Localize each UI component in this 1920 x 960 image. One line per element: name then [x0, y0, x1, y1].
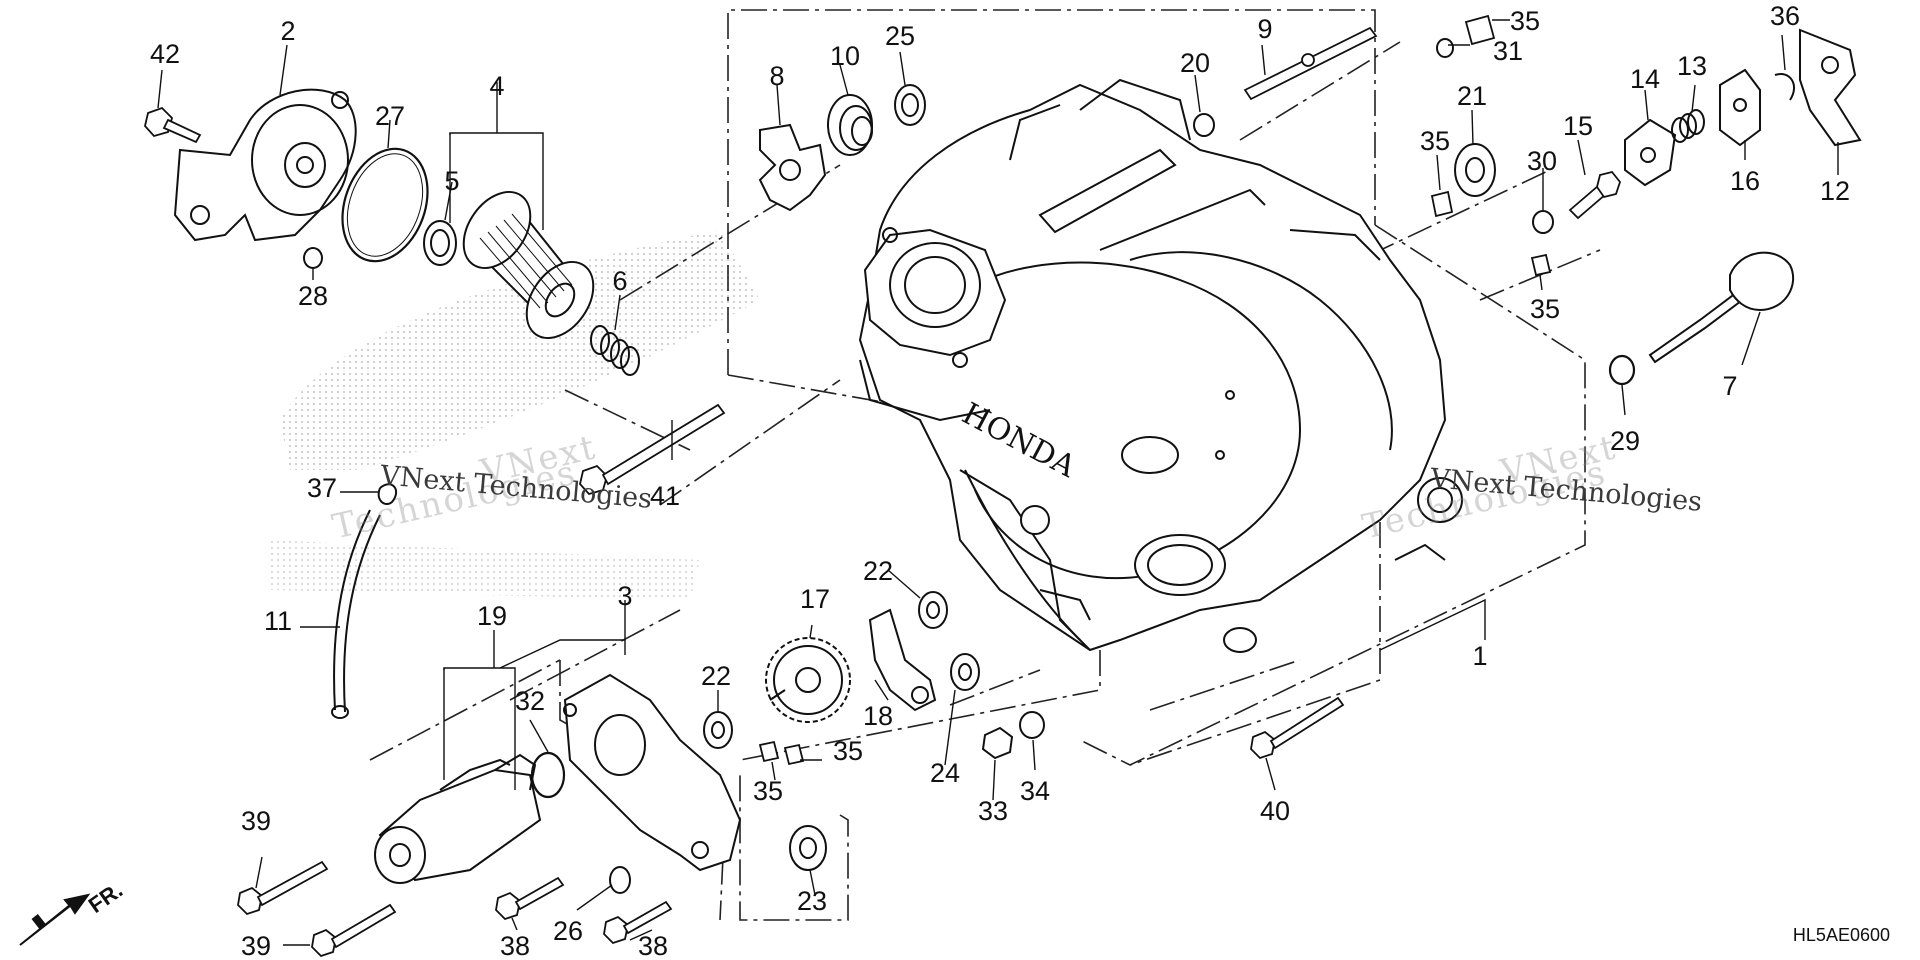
- plate-16: [1719, 68, 1761, 147]
- starter-motor-19: [374, 753, 542, 884]
- clamp-37: [377, 483, 398, 506]
- shaft-9: [1243, 26, 1378, 101]
- part-label-22: 22: [863, 556, 893, 586]
- part-label-23: 23: [797, 886, 827, 916]
- bearing-21: [1454, 143, 1496, 197]
- assembly-outlines: [369, 9, 1601, 921]
- seal-24: [950, 653, 980, 691]
- nut-33: [981, 726, 1014, 760]
- part-label-14: 14: [1630, 64, 1660, 94]
- cover-boss: [859, 227, 1091, 651]
- hose-11: [331, 509, 381, 719]
- part-label-5: 5: [444, 166, 459, 196]
- part-label-26: 26: [553, 916, 583, 946]
- part-label-41: 41: [650, 481, 680, 511]
- part-number-labels: 1234567891011121314151617181920212222232…: [150, 1, 1850, 960]
- part-label-37: 37: [307, 473, 337, 503]
- part-label-22: 22: [701, 661, 731, 691]
- part-label-19: 19: [477, 601, 507, 631]
- bolt-15: [1568, 170, 1622, 220]
- part-label-20: 20: [1180, 48, 1210, 78]
- leader-lines: [157, 19, 1839, 946]
- bearing-23: [789, 825, 827, 871]
- part-label-31: 31: [1493, 36, 1523, 66]
- part-label-40: 40: [1260, 796, 1290, 826]
- bracket-12: [1799, 28, 1862, 147]
- part-label-38: 38: [638, 931, 668, 960]
- part-label-32: 32: [515, 686, 545, 716]
- part-label-38: 38: [500, 931, 530, 960]
- part-14-holder: [1624, 118, 1677, 187]
- part-label-36: 36: [1770, 1, 1800, 31]
- spring-13: [1671, 109, 1705, 143]
- part-label-35: 35: [1530, 294, 1560, 324]
- part-label-15: 15: [1563, 111, 1593, 141]
- impeller-8: [758, 123, 827, 212]
- part-label-27: 27: [375, 101, 405, 131]
- washer-30: [1532, 210, 1554, 234]
- part-label-24: 24: [930, 758, 960, 788]
- seal-10: [827, 94, 873, 156]
- o-ring-29: [1608, 354, 1636, 386]
- part-label-30: 30: [1527, 146, 1557, 176]
- part-label-29: 29: [1610, 426, 1640, 456]
- gear-17: [765, 637, 851, 723]
- oil-pump-cover-3: [563, 673, 742, 872]
- o-ring-27: [341, 147, 429, 263]
- part-label-12: 12: [1820, 176, 1850, 206]
- diagram-code: HL5AE0600: [1792, 925, 1890, 945]
- seal-5: [423, 220, 457, 266]
- spring-6: [590, 325, 640, 376]
- part-label-2: 2: [280, 16, 295, 46]
- o-ring-28: [303, 247, 323, 269]
- part-label-35: 35: [1420, 126, 1450, 156]
- collar-26: [609, 866, 631, 894]
- part-label-35: 35: [1510, 6, 1540, 36]
- part-label-9: 9: [1257, 14, 1272, 44]
- part-label-34: 34: [1020, 776, 1050, 806]
- washer-31: [1436, 38, 1454, 58]
- clip-36: [1774, 73, 1795, 101]
- part-label-39: 39: [241, 931, 271, 960]
- bolt-41: [579, 403, 726, 496]
- watermark-dots-left: [280, 230, 760, 470]
- part-label-28: 28: [298, 281, 328, 311]
- bearing-25: [894, 84, 926, 126]
- washer-20: [1193, 113, 1215, 137]
- part-label-17: 17: [800, 584, 830, 614]
- part-label-35: 35: [753, 776, 783, 806]
- part-label-4: 4: [489, 71, 504, 101]
- part-label-11: 11: [264, 606, 292, 636]
- arm-18: [868, 608, 937, 712]
- part-label-7: 7: [1722, 371, 1737, 401]
- part-label-6: 6: [612, 266, 627, 296]
- washer-34: [1019, 711, 1045, 739]
- dipstick-7: [1648, 251, 1795, 364]
- oil-filter-cover: [173, 88, 357, 242]
- dowel-pins-35: [758, 14, 1552, 766]
- front-arrow-icon: [19, 893, 91, 946]
- part-label-13: 13: [1677, 51, 1707, 81]
- watermark-dots-band: [270, 540, 700, 600]
- part-label-1: 1: [1472, 641, 1487, 671]
- part-label-18: 18: [863, 701, 893, 731]
- part-label-16: 16: [1730, 166, 1760, 196]
- part-label-21: 21: [1457, 81, 1487, 111]
- part-label-3: 3: [617, 581, 632, 611]
- part-label-33: 33: [978, 796, 1008, 826]
- part-label-8: 8: [769, 61, 784, 91]
- part-label-39: 39: [241, 806, 271, 836]
- bolts-38-39-40: [237, 696, 1345, 958]
- o-ring-32: [530, 751, 566, 799]
- bolt-42: [144, 106, 202, 144]
- part-label-25: 25: [885, 21, 915, 51]
- bearings-22: [703, 591, 948, 749]
- part-label-42: 42: [150, 39, 180, 69]
- oil-filter-4: [462, 191, 595, 339]
- part-label-35: 35: [833, 736, 863, 766]
- right-crankcase-cover: HONDA: [858, 78, 1463, 653]
- part-label-10: 10: [830, 41, 860, 71]
